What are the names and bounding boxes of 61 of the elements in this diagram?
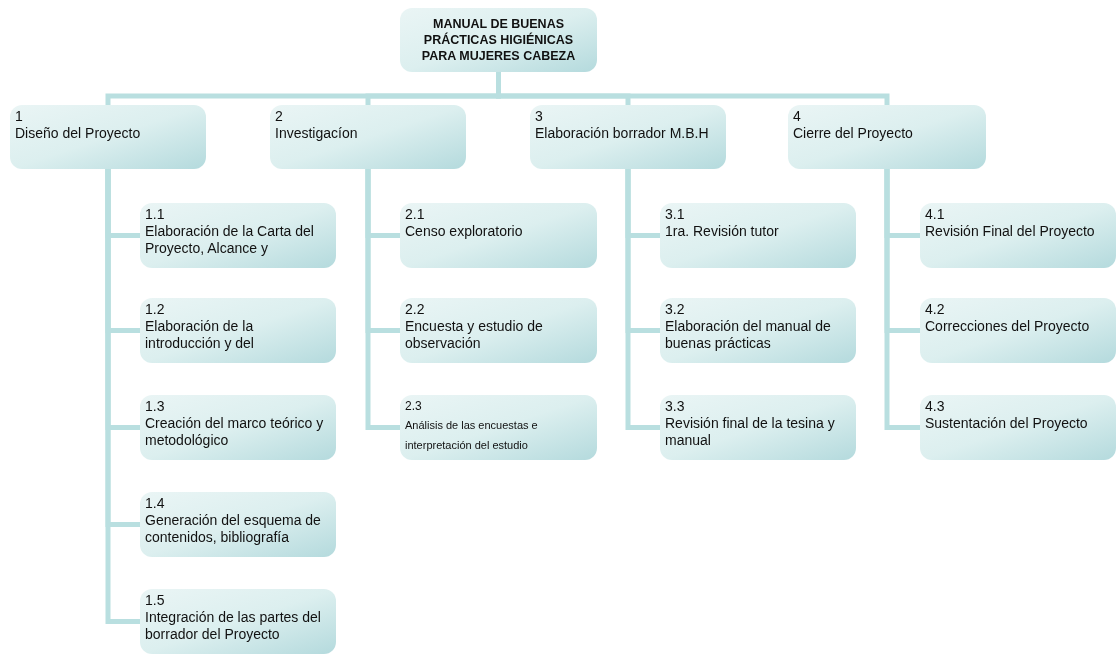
title-text: MANUAL DE BUENAS PRÁCTICAS HIGIÉNICAS PARA MUJERES CABEZA — [420, 16, 577, 64]
task-label: 1ra. Revisión tutor — [665, 223, 780, 240]
task-number: 2.2 — [405, 301, 426, 318]
connector-line — [365, 169, 400, 430]
task-box — [788, 105, 986, 169]
task-label: Elaboración de la Carta del Proyecto, Alcance y — [145, 223, 315, 257]
task-box — [10, 105, 206, 169]
task-box — [400, 298, 597, 363]
task-number: 3.1 — [665, 206, 686, 223]
task-label: Censo exploratorio — [405, 223, 524, 240]
task-label: Investigacíon — [275, 125, 359, 142]
task-number: 1.4 — [145, 495, 166, 512]
task-box — [400, 395, 597, 460]
task-number: 1.5 — [145, 592, 166, 609]
task-box — [920, 203, 1116, 268]
task-label: Integración de las partes del borrador del Proyecto — [145, 609, 322, 643]
connector-line — [884, 169, 920, 430]
task-box — [140, 492, 336, 557]
task-number: 4.2 — [925, 301, 946, 318]
task-label: Diseño del Proyecto — [15, 125, 142, 142]
task-number: 4.3 — [925, 398, 946, 415]
connector-line — [496, 72, 890, 105]
task-box — [140, 589, 336, 654]
task-label: Sustentación del Proyecto — [925, 415, 1089, 432]
task-box — [660, 203, 856, 268]
task-label: Elaboración del manual de buenas prácticas — [665, 318, 832, 352]
task-number: 3.3 — [665, 398, 686, 415]
connector-line — [625, 169, 660, 430]
task-label: Encuesta y estudio de observación — [405, 318, 544, 352]
task-box — [140, 203, 336, 268]
task-label: Correcciones del Proyecto — [925, 318, 1091, 335]
task-number: 2.3 — [405, 398, 423, 415]
task-number: 4 — [793, 108, 802, 125]
task-number: 3 — [535, 108, 544, 125]
connector-line — [105, 169, 140, 624]
task-box — [140, 395, 336, 460]
task-box — [660, 298, 856, 363]
task-box — [400, 203, 597, 268]
task-label: Elaboración de la introducción y del — [145, 318, 255, 352]
task-label: Creación del marco teórico y metodológico — [145, 415, 325, 449]
task-box — [530, 105, 726, 169]
task-box — [920, 395, 1116, 460]
task-label: Generación del esquema de contenidos, bibliografía — [145, 512, 322, 546]
task-number: 4.1 — [925, 206, 946, 223]
task-label: Revisión final de la tesina y manual — [665, 415, 836, 449]
task-box — [660, 395, 856, 460]
task-label: Análisis de las encuestas e interpretación del estudio — [405, 418, 539, 453]
task-number: 3.2 — [665, 301, 686, 318]
task-number: 1.3 — [145, 398, 166, 415]
task-number: 2 — [275, 108, 284, 125]
title-box — [400, 8, 597, 72]
task-label: Elaboración borrador M.B.H — [535, 125, 710, 142]
task-box — [270, 105, 466, 169]
task-number: 1.2 — [145, 301, 166, 318]
task-label: Revisión Final del Proyecto — [925, 223, 1096, 240]
task-box — [920, 298, 1116, 363]
task-number: 1 — [15, 108, 24, 125]
task-number: 2.1 — [405, 206, 426, 223]
task-number: 1.1 — [145, 206, 166, 223]
task-box — [140, 298, 336, 363]
task-label: Cierre del Proyecto — [793, 125, 914, 142]
